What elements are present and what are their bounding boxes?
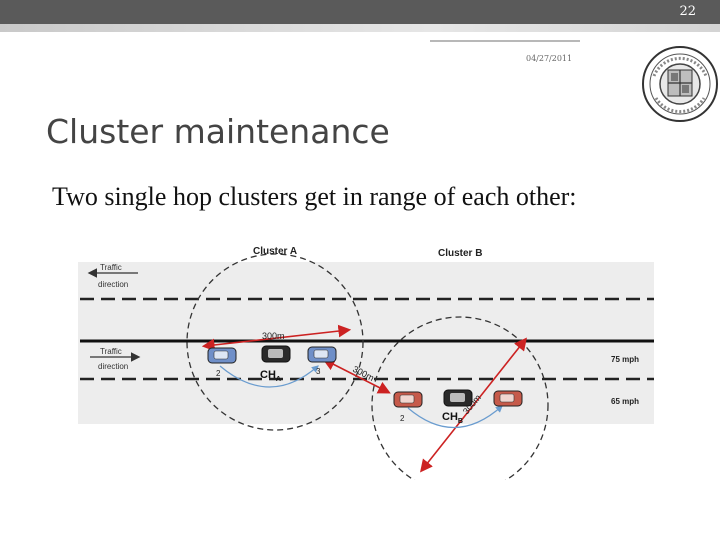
ch-a-label: CHA [260,369,281,383]
traffic-top-line1: Traffic [100,263,122,272]
link-arc-b [407,405,503,429]
road [78,262,654,424]
university-seal-icon [642,46,718,122]
slide-number: 22 [679,4,696,19]
traffic-bottom-line1: Traffic [100,347,122,356]
cluster-b-label: Cluster B [438,248,482,259]
speed-slow-label: 65 mph [611,397,639,406]
car-ch-a [261,345,291,363]
range-a-arrow [201,324,352,352]
car-b-member-1 [393,391,423,408]
accent-line [430,40,580,42]
link-arc-a [219,365,319,388]
cluster-a-range [186,253,364,431]
page-subtitle: Two single hop clusters get in range of … [52,182,577,211]
node-b1-label: 2 [400,414,405,423]
cluster-b-range [371,316,549,480]
range-a-label: 300m [262,331,285,341]
ch-b-label: CHB [442,411,463,425]
cluster-a-label: Cluster A [253,246,297,257]
traffic-top-line2: direction [98,280,128,289]
node-a2-label: 3 [316,367,321,376]
top-bar-shade [0,24,720,32]
car-b-member-2 [493,390,523,407]
car-a-member-1 [207,347,237,364]
speed-fast-label: 75 mph [611,355,639,364]
traffic-bottom-line2: direction [98,362,128,371]
car-ch-b [443,389,473,407]
cluster-diagram: Cluster A Cluster B Traffic direction Tr… [78,246,654,480]
car-a-member-2 [307,346,337,363]
top-bar [0,0,720,24]
slide-date: 04/27/2011 [526,54,573,63]
node-a1-label: 2 [216,369,221,378]
page-title: Cluster maintenance [46,112,390,151]
range-b-arrow [420,337,527,473]
range-between-arrow [322,358,391,394]
